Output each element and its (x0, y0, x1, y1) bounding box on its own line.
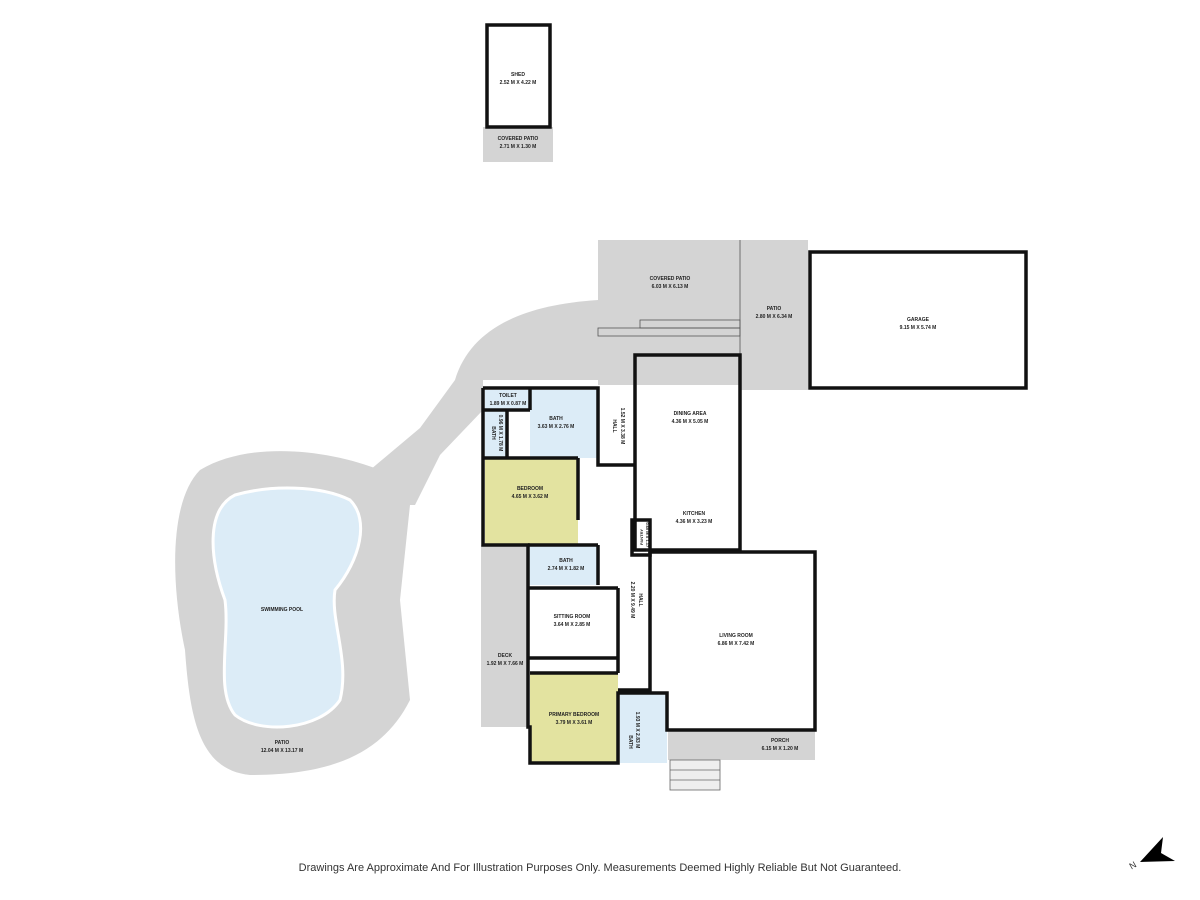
covered-patio-name: COVERED PATIO (650, 276, 691, 282)
bath-3 (620, 693, 667, 763)
pantry-dims: 0.60 M X 1.17 M (645, 522, 650, 552)
living-dims: 6.86 M X 7.42 M (718, 641, 755, 647)
bath-2-name: BATH (559, 558, 573, 564)
dining-dims: 4.36 M X 5.05 M (672, 419, 709, 425)
toilet-dims: 1.89 M X 0.87 M (490, 401, 527, 407)
pool-name: SWIMMING POOL (261, 607, 303, 613)
bath-small-name: BATH (490, 426, 496, 440)
hall-north-dims: 1.52 M X 3.38 M (619, 408, 625, 445)
toilet (485, 390, 530, 410)
swimming-pool (211, 486, 363, 729)
side-patio (740, 240, 808, 390)
bath-2-dims: 2.74 M X 1.82 M (548, 566, 585, 572)
garage-name: GARAGE (907, 317, 930, 323)
deck-dims: 1.92 M X 7.66 M (487, 661, 524, 667)
shed (485, 23, 552, 129)
sitting-dims: 3.64 M X 2.85 M (554, 622, 591, 628)
covered-patio-dims: 6.03 M X 6.13 M (652, 284, 689, 290)
side-patio-dims: 2.80 M X 6.34 M (756, 314, 793, 320)
bath-3-dims: 1.93 M X 2.83 M (634, 712, 640, 749)
dining-name: DINING AREA (674, 411, 707, 417)
bath-main-name: BATH (549, 416, 563, 422)
walls (481, 353, 817, 765)
bedroom-dims: 4.65 M X 3.62 M (512, 494, 549, 500)
primary-bedroom-dims: 3.79 M X 3.61 M (556, 720, 593, 726)
porch (668, 730, 815, 760)
hall-south-dims: 2.20 M X 9.49 M (629, 582, 635, 619)
disclaimer: Drawings Are Approximate And For Illustr… (298, 862, 902, 874)
pool-patio-dims: 12.04 M X 13.17 M (261, 748, 303, 754)
shed-covered-patio-dims: 2.71 M X 1.30 M (500, 144, 537, 150)
garage-dims: 9.15 M X 5.74 M (900, 325, 937, 331)
primary-bedroom-name: PRIMARY BEDROOM (549, 712, 599, 718)
north-arrow-icon: N (1128, 837, 1175, 871)
steps (669, 759, 721, 791)
sitting-name: SITTING ROOM (554, 614, 591, 620)
pathway (370, 300, 598, 505)
toilet-name: TOILET (499, 393, 517, 399)
hall-north-name: HALL (611, 419, 617, 432)
living-name: LIVING ROOM (719, 633, 753, 639)
deck (481, 545, 528, 727)
bedroom-name: BEDROOM (517, 486, 543, 492)
compass-label: N (1128, 859, 1139, 871)
pantry-name: PANTRY (639, 529, 644, 545)
bath-small-dims: 0.96 M X 1.78 M (497, 415, 503, 452)
shed-dims: 2.52 M X 4.22 M (500, 80, 537, 86)
porch-name: PORCH (771, 738, 789, 744)
kitchen-name: KITCHEN (683, 511, 706, 517)
primary-bedroom (530, 673, 618, 763)
hall-south-name: HALL (637, 593, 643, 606)
shed-name: SHED (511, 72, 525, 78)
shed-covered-patio (483, 127, 553, 162)
covered-patio (598, 240, 740, 385)
side-patio-name: PATIO (767, 306, 782, 312)
shed-covered-patio-name: COVERED PATIO (498, 136, 539, 142)
deck-name: DECK (498, 653, 513, 659)
kitchen-dims: 4.36 M X 3.23 M (676, 519, 713, 525)
bath-3-name: BATH (627, 735, 633, 749)
porch-dims: 6.15 M X 1.20 M (762, 746, 799, 752)
garage (808, 250, 1028, 390)
bath-main-dims: 3.63 M X 2.76 M (538, 424, 575, 430)
pool-patio-name: PATIO (275, 740, 290, 746)
bath-2 (528, 545, 598, 585)
bath-small (485, 410, 507, 458)
bath-main (530, 390, 598, 458)
bedroom (485, 458, 578, 545)
